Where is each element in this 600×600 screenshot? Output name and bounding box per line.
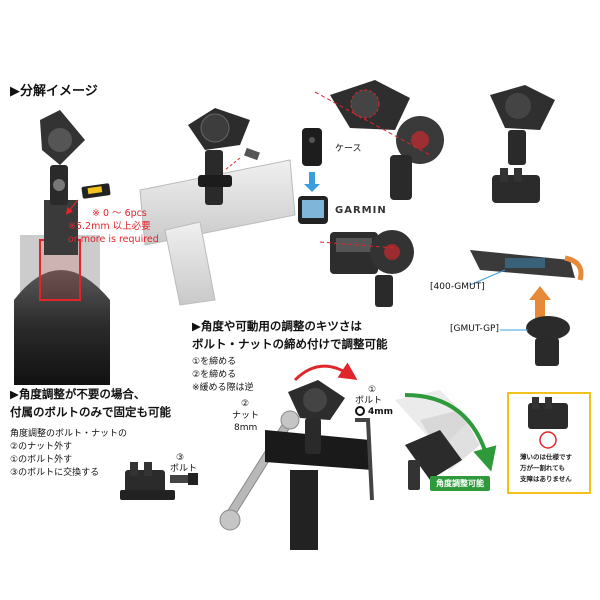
gmut-label-line xyxy=(469,269,506,286)
fixed-line1: ▶角度調整が不要の場合、 xyxy=(10,387,146,401)
gmut-gp-part xyxy=(500,316,570,366)
kit-adjust-line1: ▶角度や可動用の調整のキツさは xyxy=(192,319,362,333)
shim-note-required: or more is required xyxy=(68,234,159,245)
shim-note-count: ※ 0 ～ 6pcs xyxy=(92,208,147,219)
gopro-mount-top xyxy=(490,85,555,203)
wrench-icon xyxy=(219,410,300,531)
shim-spacer xyxy=(65,183,111,215)
angle-ghost xyxy=(395,390,480,490)
nut2-label: ナット xyxy=(232,411,260,421)
garmin-adapter xyxy=(319,230,414,307)
step-1-text: ①を締める xyxy=(192,357,237,367)
warning-box xyxy=(507,392,591,494)
exploded-mount xyxy=(40,110,85,205)
bolt3-label: ボルト xyxy=(170,464,198,474)
mount-assembly-bottom xyxy=(288,380,345,454)
exploded-title: ▶分解イメージ xyxy=(10,84,98,99)
rotate-arrow xyxy=(293,362,358,382)
step-2-text: ②を締める xyxy=(192,370,237,380)
phone-case xyxy=(302,128,322,166)
exploded-mount-right xyxy=(314,80,444,200)
bolt1-number: ① xyxy=(368,385,377,395)
swap-step-3: ③のボルトに交換する xyxy=(10,468,100,478)
warning-line-0: 薄いのは仕様です xyxy=(520,453,572,461)
mount-assembly-top xyxy=(188,108,250,205)
fixed-line2: 付属のボルトのみで固定も可能 xyxy=(10,405,171,419)
step-loosen-note: ※緩める際は逆 xyxy=(192,383,254,393)
orange-arrow xyxy=(529,286,551,318)
garmin-label: GARMIN xyxy=(335,205,387,216)
angle-arc xyxy=(404,393,497,472)
bolt1-size: 4mm xyxy=(368,407,394,417)
garmin-device xyxy=(298,196,328,224)
swap-step-0: 角度調整のボルト・ナットの xyxy=(10,429,128,439)
base-part-bottom xyxy=(120,462,175,500)
case-label: ケース xyxy=(335,144,362,154)
bolt3-number: ③ xyxy=(176,453,185,463)
part-400-gmut-label: [400-GMUT] xyxy=(430,282,485,292)
bolt-top-icon xyxy=(224,147,260,171)
nut2-size: 8mm xyxy=(234,423,258,433)
bolt1-label: ボルト xyxy=(355,396,383,406)
bolt-3-icon xyxy=(170,473,198,485)
orange-clip xyxy=(564,255,584,281)
bolt-1-icon xyxy=(355,406,365,416)
swap-step-1: ②のナット外す xyxy=(10,442,73,452)
blue-arrow xyxy=(304,172,320,192)
kit-adjust-line2: ボルト・ナットの締め付けで調整可能 xyxy=(192,337,388,351)
swap-step-2: ①のボルト外す xyxy=(10,455,73,465)
angle-adjustable-badge: 角度調整可能 xyxy=(430,476,490,491)
hex-key-icon xyxy=(355,418,374,501)
warning-line-2: 支障はありません xyxy=(520,475,572,483)
warning-line-1: 万が一割れても xyxy=(520,464,565,472)
shim-note-min: ※5.2mm 以上必要 xyxy=(68,221,151,232)
400-gmut-plate xyxy=(470,250,575,278)
part-gmut-gp-label: [GMUT-GP] xyxy=(450,324,499,334)
nut2-number: ② xyxy=(241,399,250,409)
